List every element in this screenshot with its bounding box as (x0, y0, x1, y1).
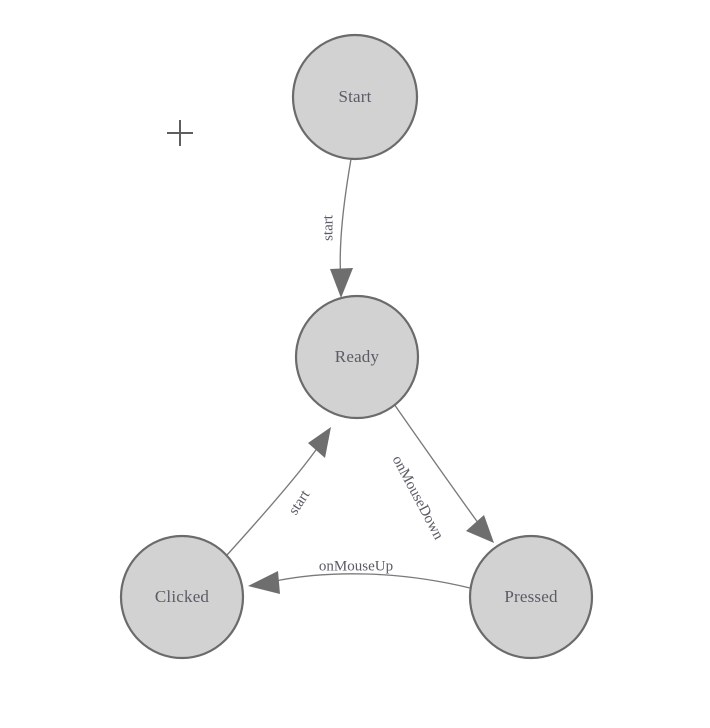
edge-clicked-to-ready[interactable] (226, 427, 331, 556)
edge-clicked-to-ready-path[interactable] (226, 446, 319, 556)
node-clicked-label: Clicked (155, 587, 210, 606)
edge-ready-to-pressed-arrowhead (466, 515, 494, 543)
node-pressed-label: Pressed (504, 587, 558, 606)
node-clicked[interactable]: Clicked (119, 534, 245, 660)
node-ready[interactable]: Ready (294, 294, 420, 420)
node-clicked-circle[interactable] (119, 534, 245, 660)
node-ready-circle[interactable] (294, 294, 420, 420)
edge-pressed-to-clicked-arrowhead (248, 571, 280, 594)
node-ready-label: Ready (335, 347, 380, 366)
edge-clicked-to-ready-arrowhead (308, 427, 331, 458)
edge-label-start-to-ready: start (320, 214, 336, 241)
edge-pressed-to-clicked-path[interactable] (274, 573, 471, 589)
node-start-label: Start (338, 87, 371, 106)
crosshair-icon (167, 120, 193, 146)
edge-pressed-to-clicked[interactable] (248, 571, 471, 594)
node-start-circle[interactable] (291, 33, 419, 161)
node-pressed-circle[interactable] (468, 534, 594, 660)
edge-label-pressed-to-clicked: onMouseUp (319, 558, 393, 574)
edge-ready-to-pressed-path[interactable] (393, 403, 485, 532)
edge-ready-to-pressed[interactable] (393, 403, 494, 543)
edge-label-clicked-to-ready: start (286, 487, 314, 518)
node-start[interactable]: Start (291, 33, 419, 161)
edge-start-to-ready-arrowhead (330, 268, 353, 298)
edge-start-to-ready-path[interactable] (339, 158, 352, 284)
node-pressed[interactable]: Pressed (468, 534, 594, 660)
edge-start-to-ready[interactable] (330, 158, 353, 298)
